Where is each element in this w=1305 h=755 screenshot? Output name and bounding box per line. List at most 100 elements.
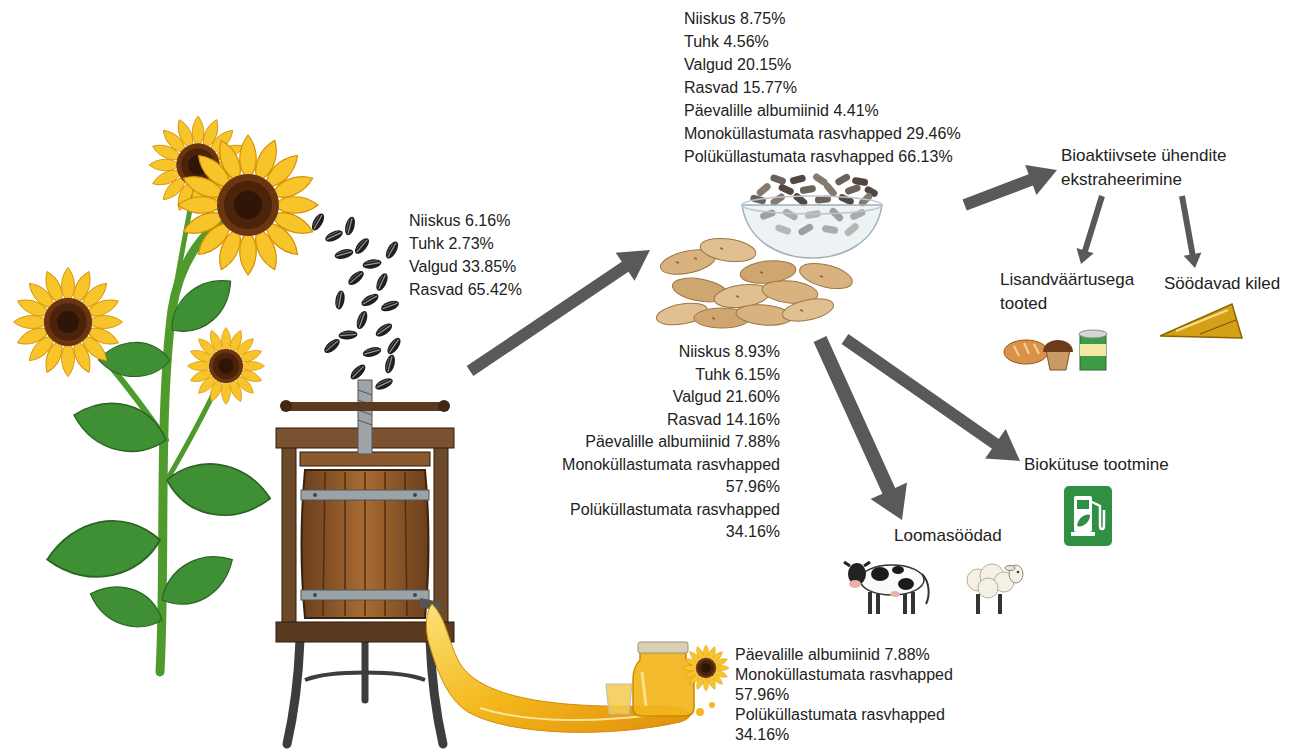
node-text: Valgud 33.85% [409, 255, 522, 278]
sunflower-seeds [322, 336, 342, 355]
press-cake [789, 174, 806, 185]
node-text: Biokütuse tootmine [1024, 453, 1169, 477]
sunflower-seeds [334, 290, 346, 310]
oil-press [413, 493, 417, 497]
sunflower-plant [97, 339, 171, 379]
livestock-icon [871, 567, 889, 581]
livestock-icon [844, 562, 1023, 614]
livestock-icon [849, 580, 861, 588]
sunflower-oil [606, 684, 632, 714]
sunflower-oil [709, 702, 715, 708]
value-added-products-icon [1080, 344, 1106, 356]
sunflower-seeds [323, 228, 344, 244]
sunflower-plant [13, 267, 122, 376]
edible-film-icon [1176, 310, 1228, 331]
composition-label: Päevalille albumiinid 7.88% [535, 431, 780, 454]
oil-press [302, 470, 429, 618]
sunflower-seeds [346, 268, 366, 287]
oil-press [313, 593, 317, 597]
press-cake [755, 182, 772, 198]
press-cake [780, 295, 835, 325]
composition-label: Polüküllastumata rasvhapped 34.16% [735, 705, 980, 745]
sunflower-oil [696, 708, 704, 716]
press-cake [699, 235, 758, 265]
composition-label: Polüküllastumata rasvhapped 34.16% [535, 499, 780, 544]
value-added-products-icon [1004, 330, 1107, 370]
composition-note: Niiskus 8.75%Tuhk 4.56%Valgud 20.15%Rasv… [650, 3, 965, 339]
node-text: Söödavad kiled [1164, 272, 1280, 296]
oil-press [434, 430, 448, 625]
node-text: Niiskus 6.16% [409, 209, 522, 232]
flow-arrow [814, 336, 907, 520]
sunflower-plant [161, 452, 275, 528]
sunflower-seeds [373, 376, 394, 392]
biofuel-pump-icon [1077, 500, 1089, 509]
oil-press [285, 402, 445, 411]
product-label: Söödavad kiled [1160, 268, 1284, 300]
sunflower-seeds [383, 354, 397, 375]
sunflower-oil [642, 672, 646, 706]
sunflower-plant [84, 574, 168, 639]
composition-label: Monoküllastumata rasvhapped 57.96% [735, 665, 980, 705]
press-cake [852, 177, 869, 187]
sunflower-plant [188, 328, 265, 405]
sunflower-oil [638, 642, 688, 653]
composition-label: Rasvad 14.16% [535, 409, 780, 432]
sunflower-seeds [334, 247, 355, 261]
value-added-products-icon [1004, 340, 1048, 364]
livestock-icon [978, 578, 998, 598]
value-added-products-icon [1080, 334, 1106, 370]
oil-press [301, 490, 429, 500]
oil-press [287, 640, 300, 744]
biofuel-pump-icon [1092, 502, 1104, 529]
press-cake [834, 173, 851, 187]
composition-label: Niiskus 8.93% [535, 341, 780, 364]
sunflower-oil [683, 645, 729, 691]
sunflower-seeds [355, 310, 370, 331]
oil-press [280, 400, 292, 412]
oil-press [282, 430, 296, 625]
node-text: Valgud 20.15% [684, 53, 961, 76]
oil-press [358, 380, 372, 454]
sunflower-seeds [309, 212, 403, 393]
composition-label-group: Niiskus 8.93%Tuhk 6.15%Valgud 21.60%Rasv… [535, 341, 780, 544]
node-text: Rasvad 15.77% [684, 76, 961, 99]
livestock-icon [898, 578, 914, 590]
oil-press [313, 493, 317, 497]
press-cake [837, 193, 854, 206]
node-text: Bioaktiivsete ühendite ekstraheerimine [1061, 144, 1276, 192]
sunflower-seeds [338, 330, 358, 341]
oil-press [413, 593, 417, 597]
sunflower-plant [178, 135, 318, 275]
product-label: Loomasöödad [890, 520, 1006, 552]
sunflower-seeds [343, 216, 357, 237]
biofuel-pump-icon [1071, 532, 1095, 536]
composition-label-group: Päevalille albumiinid 7.88%Monoküllastum… [735, 645, 980, 745]
press-cake [742, 196, 882, 214]
value-added-products-icon [1079, 330, 1107, 338]
value-added-products-icon [1043, 340, 1073, 352]
composition-label: Valgud 21.60% [535, 386, 780, 409]
sunflower-seeds [362, 258, 382, 270]
oil-press [276, 380, 454, 744]
press-cake [844, 184, 861, 196]
oil-press [301, 590, 429, 600]
biofuel-pump-icon [1077, 514, 1090, 526]
sunflower-plant [160, 269, 243, 343]
sunflower-seeds [374, 271, 390, 292]
sunflower-plant [68, 389, 173, 465]
oil-press [362, 640, 369, 700]
flow-arrow [1179, 195, 1201, 268]
oil-press [305, 673, 425, 681]
node-text: Tuhk 2.73% [409, 232, 522, 255]
value-added-products-icon [1046, 350, 1070, 370]
composition-label: Päevalille albumiinid 7.88% [735, 645, 980, 665]
composition-label: Tuhk 6.15% [535, 364, 780, 387]
product-label: Lisandväärtusega tooted [996, 264, 1138, 320]
sunflower-seeds [385, 336, 403, 357]
node-text: Päevalille albumiinid 4.41% [684, 99, 961, 122]
sunflower-oil [426, 604, 729, 732]
